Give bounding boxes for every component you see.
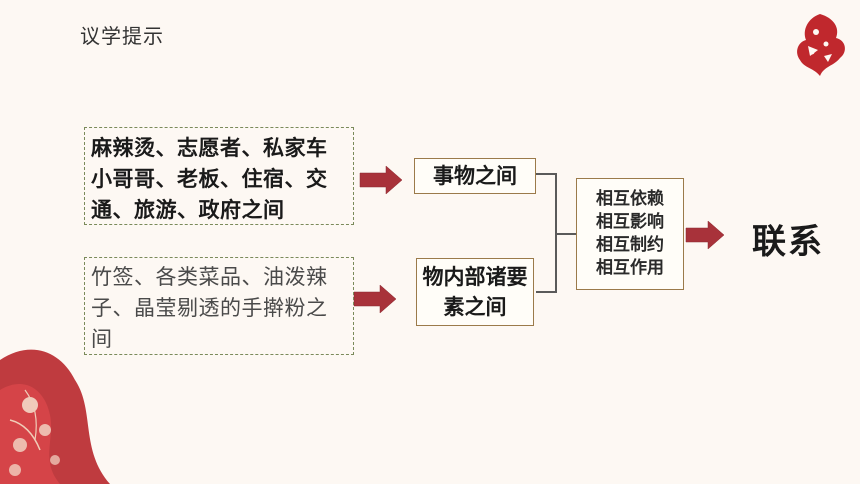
relation-item: 相互依赖 bbox=[596, 189, 664, 209]
floral-decoration-icon bbox=[0, 349, 110, 484]
arrow-source-2 bbox=[353, 284, 397, 314]
paper-cut-crane-icon bbox=[797, 14, 845, 76]
source-box-2: 竹签、各类菜品、油泼辣子、晶莹剔透的手擀粉之间 bbox=[84, 257, 354, 355]
relations-box: 相互依赖 相互影响 相互制约 相互作用 bbox=[576, 178, 684, 290]
category-label-2: 物内部诸要素之间 bbox=[422, 264, 528, 319]
source-box-1: 麻辣烫、志愿者、私家车小哥哥、老板、住宿、交通、旅游、政府之间 bbox=[84, 127, 354, 225]
category-box-1: 事物之间 bbox=[414, 158, 536, 194]
category-label-1: 事物之间 bbox=[433, 163, 517, 188]
source-text-1: 麻辣烫、志愿者、私家车小哥哥、老板、住宿、交通、旅游、政府之间 bbox=[91, 135, 328, 222]
bracket-connector bbox=[536, 173, 557, 293]
relation-item: 相互影响 bbox=[596, 212, 664, 232]
source-text-2: 竹签、各类菜品、油泼辣子、晶莹剔透的手擀粉之间 bbox=[91, 265, 328, 351]
result-label: 联系 bbox=[752, 222, 824, 262]
page-title: 议学提示 bbox=[80, 24, 164, 48]
arrow-relations bbox=[685, 220, 725, 250]
relation-item: 相互作用 bbox=[596, 258, 664, 278]
arrow-source-1 bbox=[359, 165, 403, 195]
relation-item: 相互制约 bbox=[596, 235, 664, 255]
category-box-2: 物内部诸要素之间 bbox=[416, 258, 534, 326]
